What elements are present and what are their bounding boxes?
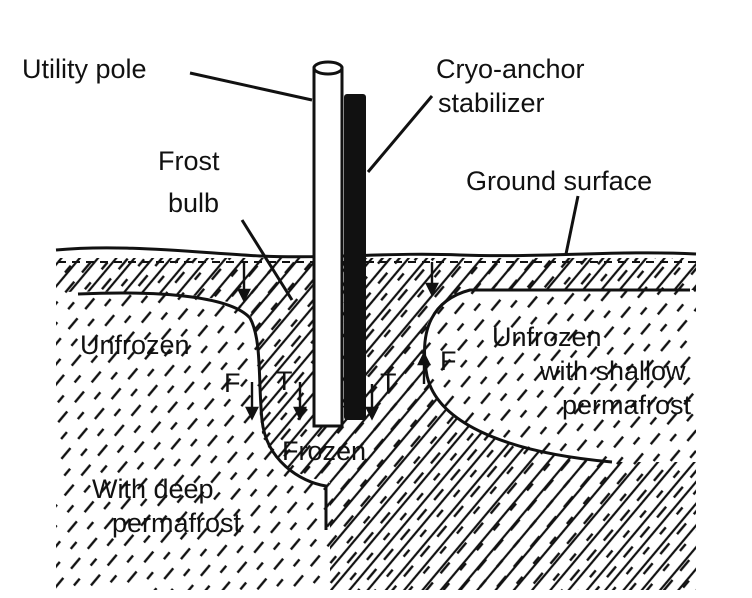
force-right-label: F [440, 346, 457, 376]
utility-pole-label: Utility pole [22, 54, 147, 84]
leader-lines [189, 71, 580, 301]
frost-bulb-boundary-left [77, 291, 328, 530]
soil-body [56, 258, 696, 590]
cryo-anchor-label-line2: stabilizer [438, 88, 545, 118]
unfrozen-left-label: Unfrozen [80, 330, 190, 360]
unfrozen-right-label-line3: permafrost [562, 390, 692, 420]
deep-permafrost-label-line2: permafrost [112, 508, 242, 538]
cryo-anchor-leader [366, 95, 434, 173]
frost-bulb-label-line2: bulb [168, 188, 219, 218]
frost-bulb-boundary-right [423, 288, 690, 464]
cryo-anchor-stabilizer [344, 94, 366, 420]
tangential-left-label: T [276, 366, 293, 396]
utility-pole-leader [189, 71, 313, 102]
heave-arrows [237, 262, 439, 421]
force-left-label: F [224, 368, 241, 398]
utility-pole [312, 60, 344, 428]
tangential-right-label: T [380, 368, 397, 398]
ground-surface-leader [564, 195, 580, 255]
frost-bulb-leader [240, 219, 294, 301]
labels: Utility pole Cryo-anchor stabilizer Fros… [22, 54, 692, 538]
unfrozen-right-label: Unfrozen [492, 322, 602, 352]
ground-surface-label: Ground surface [466, 166, 652, 196]
ground-surface-line [55, 246, 697, 259]
unfrozen-right-label-line2: with shallow [539, 356, 686, 386]
frozen-label: Frozen [282, 436, 366, 466]
cryo-anchor-label: Cryo-anchor [436, 54, 585, 84]
deep-permafrost-label: With deep [92, 474, 214, 504]
frost-bulb-label: Frost [158, 146, 220, 176]
